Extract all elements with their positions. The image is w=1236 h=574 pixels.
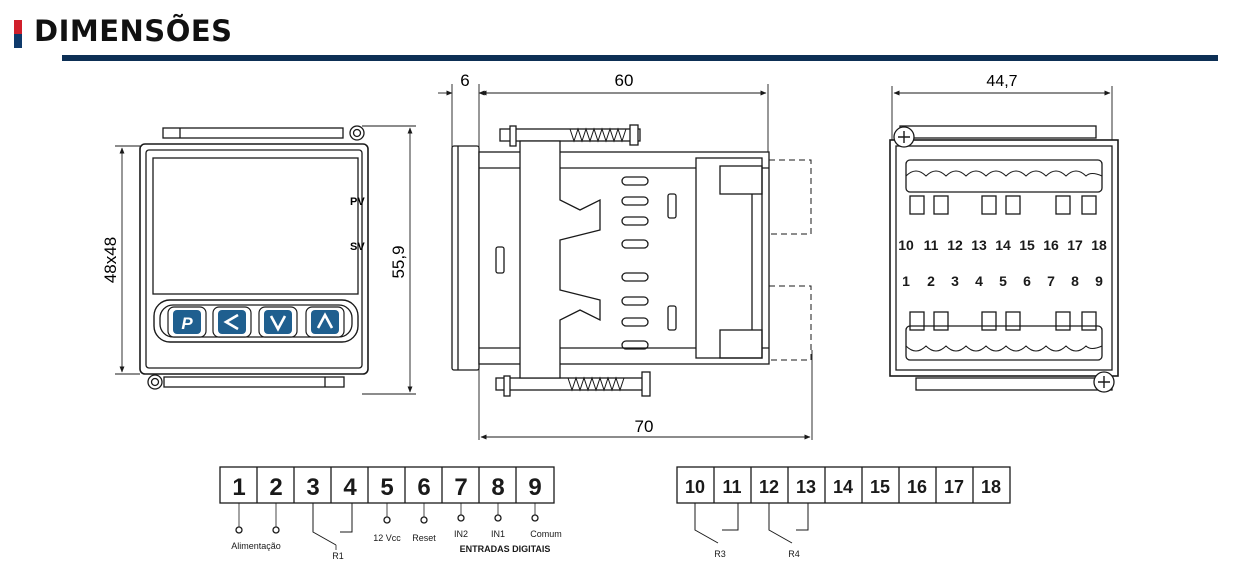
rear-terminal-label: 18 (1091, 237, 1107, 253)
down-key-button (258, 306, 298, 338)
comum-label: Comum (530, 529, 562, 539)
r1-label: R1 (332, 551, 344, 561)
rear-terminal-label: 11 (924, 237, 939, 253)
terminal-number: 5 (380, 474, 393, 501)
down-arrow-icon (269, 315, 287, 332)
terminal-number: 12 (759, 477, 779, 497)
rear-terminal-label: 8 (1071, 273, 1079, 289)
dim-70: 70 (635, 417, 654, 436)
terminal-number: 18 (981, 477, 1001, 497)
terminal-number: 8 (491, 474, 504, 501)
header: DIMENSÕES (0, 0, 1236, 62)
in1-label: IN1 (491, 529, 505, 539)
rear-terminal-label: 13 (971, 237, 987, 253)
rear-terminal-label: 5 (999, 273, 1007, 289)
terminal-strip-left (219, 466, 555, 550)
p-key-button: P (167, 306, 207, 338)
title-rule (62, 55, 1218, 61)
terminal-number: 3 (306, 474, 319, 501)
terminal-number: 14 (833, 477, 853, 497)
accent-bar-red (14, 20, 22, 34)
sv-indicator: SV (350, 241, 365, 253)
rear-terminal-label: 4 (975, 273, 983, 289)
reset-label: Reset (412, 533, 436, 543)
rear-terminal-label: 12 (947, 237, 963, 253)
rear-terminal-label: 7 (1047, 273, 1055, 289)
r4-label: R4 (788, 549, 800, 559)
dim-48x48: 48x48 (101, 237, 120, 283)
p-key-icon: P (181, 314, 193, 333)
left-arrow-icon (223, 313, 239, 331)
rear-terminal-label: 17 (1067, 237, 1083, 253)
left-key-button (212, 306, 252, 338)
rear-terminal-label: 2 (927, 273, 935, 289)
vcc-label: 12 Vcc (373, 533, 401, 543)
up-key-button (305, 306, 345, 338)
up-arrow-icon (316, 312, 334, 329)
terminal-number: 9 (528, 474, 541, 501)
terminal-number: 15 (870, 477, 890, 497)
terminal-strip-right (676, 466, 1011, 544)
in2-label: IN2 (454, 529, 468, 539)
dim-60: 60 (615, 71, 634, 90)
front-view (115, 125, 416, 395)
terminal-number: 13 (796, 477, 816, 497)
dim-6: 6 (460, 71, 469, 90)
pv-indicator: PV (350, 196, 365, 208)
terminal-number: 17 (944, 477, 964, 497)
accent-bar-blue (14, 34, 22, 48)
rear-terminal-label: 3 (951, 273, 959, 289)
rear-terminal-label: 16 (1043, 237, 1059, 253)
terminal-number: 10 (685, 477, 705, 497)
terminal-number: 6 (417, 474, 430, 501)
entradas-digitais-label: ENTRADAS DIGITAIS (460, 544, 551, 554)
rear-terminal-label: 10 (898, 237, 914, 253)
terminal-number: 4 (343, 474, 357, 501)
alimentacao-label: Alimentação (231, 541, 281, 551)
terminal-number: 16 (907, 477, 927, 497)
side-view (438, 84, 813, 440)
dim-55-9: 55,9 (389, 245, 408, 278)
rear-terminal-label: 14 (995, 237, 1011, 253)
r3-label: R3 (714, 549, 726, 559)
page-title: DIMENSÕES (34, 14, 233, 48)
terminal-number: 1 (232, 474, 245, 501)
rear-terminal-label: 9 (1095, 273, 1103, 289)
rear-view (889, 86, 1119, 393)
rear-terminal-label: 6 (1023, 273, 1031, 289)
terminal-number: 11 (722, 477, 741, 497)
terminal-number: 2 (269, 474, 282, 501)
terminal-number: 7 (454, 474, 467, 501)
dim-44-7: 44,7 (986, 73, 1017, 90)
rear-terminal-label: 15 (1019, 237, 1035, 253)
rear-terminal-label: 1 (902, 273, 910, 289)
